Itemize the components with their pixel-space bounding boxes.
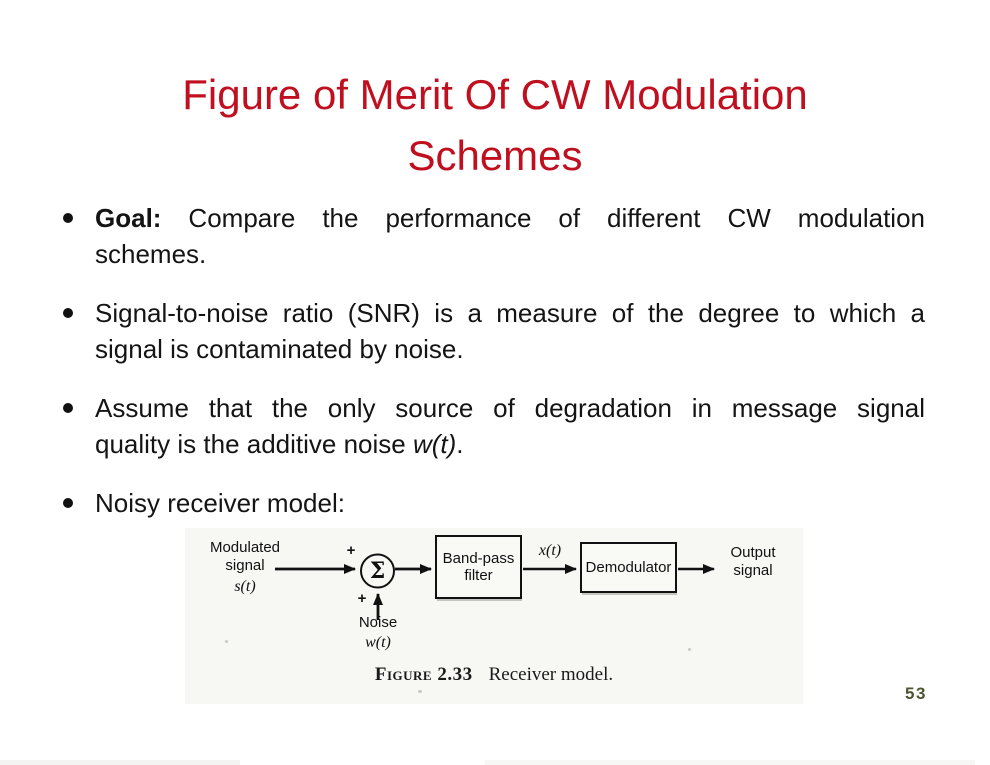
bullet-dot [63,213,73,223]
bullet-item-assume: Assume that the only source of degradati… [60,390,932,462]
bullet-line: Signal-to-noise ratio (SNR) is a measure… [95,298,925,328]
slide-title: Figure of Merit Of CW Modulation Schemes [0,64,990,186]
bullet-line: quality is the additive noise w(t). [95,426,925,462]
bullet-line-text: Compare the performance of different CW … [161,203,925,233]
slide-title-line2: Schemes [407,132,583,179]
bullet-line: Goal: Compare the performance of differe… [95,200,925,236]
demodulator-label: Demodulator [585,559,672,576]
input-signal-math: s(t) [234,578,256,595]
bullet-line-text: quality is the additive noise [95,429,413,459]
bullet-item-receiver-model: Noisy receiver model: [60,485,932,521]
scan-edge-artifact [0,760,240,765]
bandpass-filter-label-line1: Band-pass [442,550,515,567]
output-signal-label-line1: Output [730,544,776,561]
page-number: 53 [905,684,927,703]
bandpass-filter-label: Band-pass filter [443,550,515,584]
bullet-text: Assume that the only source of degradati… [95,390,925,462]
modulated-signal-label-line1: Modulated [209,539,281,556]
scan-speck [225,640,228,643]
summing-junction-circle [360,553,395,589]
bullet-line: schemes. [95,239,207,269]
slide-title-line1: Figure of Merit Of CW Modulation [182,71,808,118]
bullet-text: Noisy receiver model: [95,485,925,521]
bandpass-filter-label-line2: filter [464,567,493,584]
sigma-symbol: Σ [369,558,386,584]
scan-speck [418,690,422,693]
bullet-text: Goal: Compare the performance of differe… [95,200,925,272]
plus-sign-top: + [346,542,356,559]
figure-caption-text: Receiver model. [488,664,614,685]
figure-caption: Figure 2.33 Receiver model. [185,664,803,686]
modulated-signal-label-line2: signal [225,557,265,574]
plus-sign-bottom: + [357,590,367,607]
noise-label: Noise [358,614,398,631]
bandpass-filter-box: Band-pass filter [435,535,522,599]
bullet-line: Assume that the only source of degradati… [95,393,925,423]
output-signal-label-line2: signal [733,562,773,579]
figure-caption-number: Figure 2.33 [374,664,473,685]
bullet-line: signal is contaminated by noise. [95,334,464,364]
demodulator-box: Demodulator [580,542,677,593]
noise-term-math: w(t) [412,429,457,459]
goal-label: Goal: [95,203,162,233]
bullet-line-text: . [456,429,464,459]
receiver-model-diagram: Modulated signal s(t) + + Σ Noise w(t) B… [185,528,803,704]
bullet-dot [63,308,73,318]
scan-speck [688,648,691,651]
output-signal-label: Output signal [713,544,793,580]
scan-edge-artifact [485,760,975,765]
bullet-text: Signal-to-noise ratio (SNR) is a measure… [95,295,925,367]
noise-signal-math: w(t) [365,634,391,651]
diagram-arrows [275,553,715,620]
bullet-line: Noisy receiver model: [95,488,345,518]
modulated-signal-label: Modulated signal [193,539,297,575]
x-signal-math: x(t) [538,542,562,559]
bullet-item-snr: Signal-to-noise ratio (SNR) is a measure… [60,295,932,367]
bullet-dot [63,403,73,413]
bullet-dot [63,498,73,508]
bullet-item-goal: Goal: Compare the performance of differe… [60,200,932,272]
